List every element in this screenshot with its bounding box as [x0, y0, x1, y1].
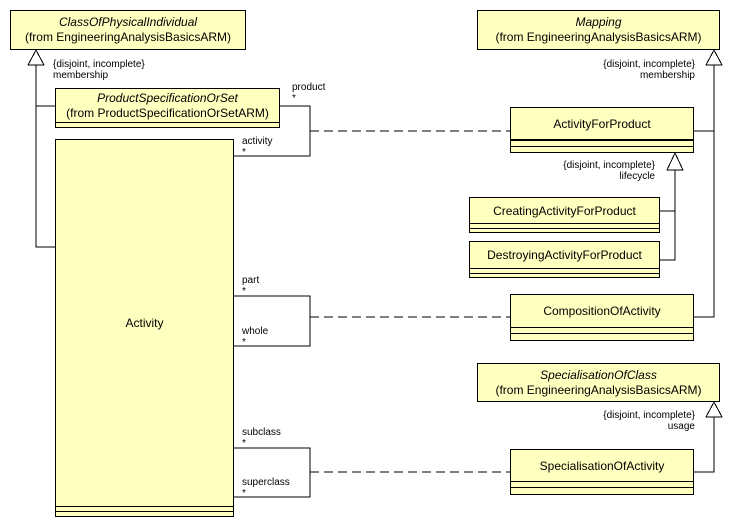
class-name: SpecialisationOfClass	[540, 367, 657, 382]
class-origin: (from EngineeringAnalysisBasicsARM)	[495, 30, 702, 44]
class-destroying-activity-for-product[interactable]: DestroyingActivityForProduct	[469, 241, 660, 278]
class-specialisation-of-activity[interactable]: SpecialisationOfActivity	[510, 449, 694, 495]
class-compartment-divider	[511, 139, 693, 141]
class-activity[interactable]: Activity	[55, 139, 234, 517]
role-label-product: product *	[292, 82, 325, 104]
class-product-specification-or-set[interactable]: ProductSpecificationOrSet (from ProductS…	[55, 88, 280, 128]
role-label-activity: activity *	[242, 136, 273, 158]
generalization-constraint: {disjoint, incomplete}	[563, 160, 655, 171]
class-compartment-divider	[56, 511, 233, 512]
generalization-line-membership-left	[35, 65, 55, 248]
class-name: ActivityForProduct	[553, 116, 651, 131]
generalization-label-membership-right: {disjoint, incomplete} membership	[603, 59, 695, 81]
class-compartment-divider	[511, 333, 693, 334]
class-name: SpecialisationOfActivity	[539, 458, 665, 473]
class-compartment-divider	[511, 327, 693, 328]
role-name: activity	[242, 136, 273, 147]
class-compartment-divider	[511, 481, 693, 482]
class-compartment-divider	[56, 122, 279, 123]
class-compartment-divider	[511, 487, 693, 488]
role-name: part	[242, 275, 260, 286]
role-multiplicity: *	[242, 337, 246, 348]
generalization-constraint: {disjoint, incomplete}	[603, 59, 695, 70]
role-label-whole: whole *	[242, 326, 268, 348]
class-creating-activity-for-product[interactable]: CreatingActivityForProduct	[469, 197, 660, 233]
class-name: CreatingActivityForProduct	[493, 203, 636, 218]
generalization-constraint: {disjoint, incomplete}	[603, 410, 695, 421]
generalization-line-lifecycle	[660, 170, 676, 261]
class-origin: (from EngineeringAnalysisBasicsARM)	[495, 382, 702, 397]
role-name: product	[292, 82, 326, 93]
class-name: DestroyingActivityForProduct	[487, 248, 642, 262]
class-name: CompositionOfActivity	[543, 304, 661, 318]
role-label-superclass: superclass *	[242, 477, 290, 499]
class-compartment-divider	[470, 268, 659, 269]
class-name: Mapping	[575, 15, 622, 29]
association-part-whole	[234, 295, 311, 347]
generalization-label-usage: {disjoint, incomplete} usage	[603, 410, 695, 432]
role-name: subclass	[242, 427, 281, 438]
role-multiplicity: *	[242, 286, 246, 297]
class-name: ClassOfPhysicalIndividual	[58, 15, 198, 29]
generalization-set-name: lifecycle	[619, 171, 655, 182]
role-multiplicity: *	[242, 488, 246, 499]
generalization-arrowhead-lifecycle	[666, 151, 684, 171]
class-composition-of-activity[interactable]: CompositionOfActivity	[510, 294, 694, 341]
generalization-arrowhead-membership-right	[705, 48, 723, 66]
role-multiplicity: *	[242, 438, 246, 449]
class-class-of-physical-individual[interactable]: ClassOfPhysicalIndividual (from Engineer…	[10, 10, 246, 50]
class-specialisation-of-class[interactable]: SpecialisationOfClass (from EngineeringA…	[477, 363, 720, 402]
class-compartment-divider	[470, 228, 659, 229]
role-label-subclass: subclass *	[242, 427, 281, 449]
class-compartment-divider	[511, 146, 693, 147]
class-compartment-divider	[470, 223, 659, 224]
generalization-label-membership-left: {disjoint, incomplete} membership	[53, 59, 145, 81]
generalization-arrowhead-usage	[705, 400, 723, 418]
generalization-line-membership-right	[694, 65, 715, 318]
class-mapping[interactable]: Mapping (from EngineeringAnalysisBasicsA…	[477, 10, 720, 50]
class-name: Activity	[125, 316, 164, 330]
class-origin: (from EngineeringAnalysisBasicsARM)	[24, 30, 232, 44]
role-label-part: part *	[242, 275, 259, 297]
role-multiplicity: *	[292, 93, 296, 104]
class-origin: (from ProductSpecificationOrSetARM)	[66, 106, 269, 120]
class-name: ProductSpecificationOrSet	[97, 91, 238, 105]
class-activity-for-product[interactable]: ActivityForProduct	[510, 107, 694, 153]
generalization-constraint: {disjoint, incomplete}	[53, 59, 145, 70]
class-compartment-divider	[470, 273, 659, 274]
generalization-line-usage	[694, 417, 715, 473]
role-name: whole	[242, 326, 269, 337]
role-multiplicity: *	[242, 147, 246, 158]
generalization-label-lifecycle: {disjoint, incomplete} lifecycle	[563, 160, 655, 182]
generalization-arrowhead-membership-left	[27, 48, 45, 66]
generalization-set-name: membership	[53, 70, 109, 81]
generalization-set-name: usage	[667, 421, 695, 432]
role-name: superclass	[242, 477, 290, 488]
class-compartment-divider	[56, 506, 233, 507]
generalization-set-name: membership	[639, 70, 695, 81]
